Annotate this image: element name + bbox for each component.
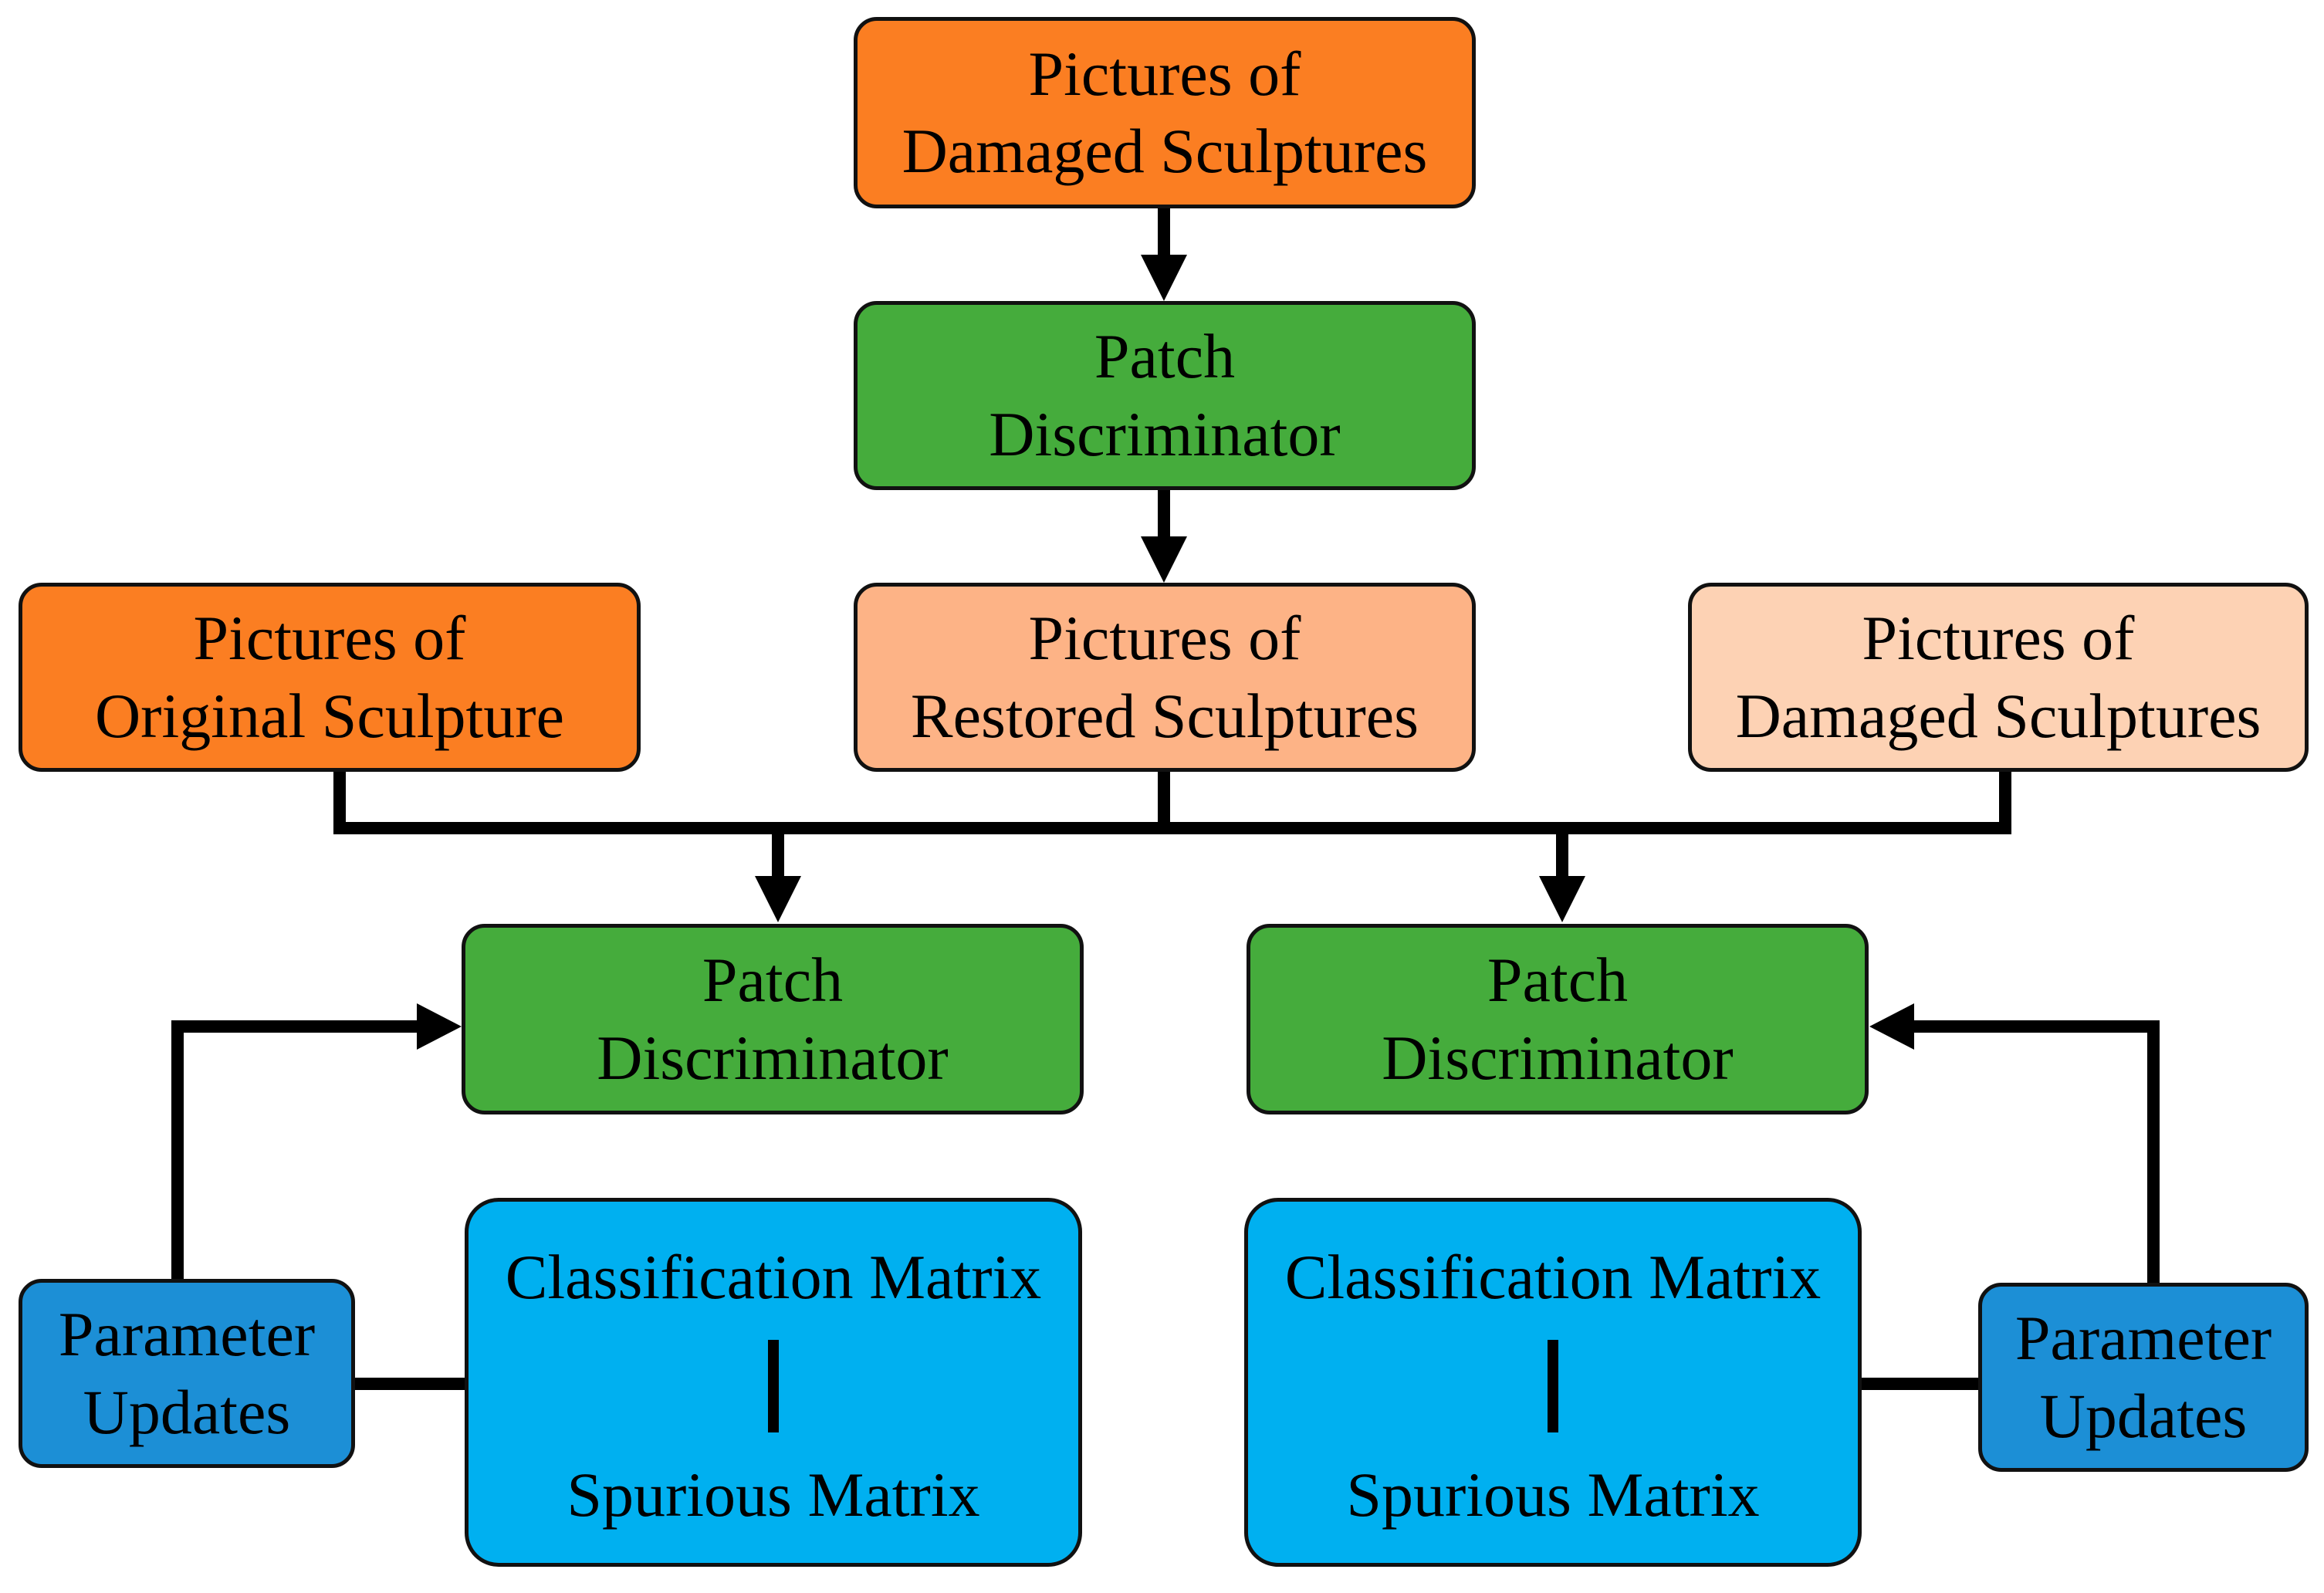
feedback-left: [171, 1020, 421, 1279]
node-damaged-pictures: Pictures of Damaged Sculptures: [1688, 583, 2309, 772]
node-line-1: Pictures of: [1028, 38, 1301, 109]
node-line-2: Damaged Sculptures: [902, 116, 1428, 186]
node-discriminator-left: Patch Discriminator: [462, 924, 1084, 1114]
node-line-1: Parameter: [2014, 1303, 2272, 1374]
matrix-spurious-label: Spurious Matrix: [567, 1459, 980, 1530]
node-line-2: Discriminator: [1382, 1022, 1734, 1093]
node-line-1: Pictures of: [1862, 603, 2135, 674]
arrowhead-feedback-right: [1869, 1003, 1914, 1050]
node-line-1: Pictures of: [193, 603, 466, 674]
node-line-1: Parameter: [58, 1299, 316, 1370]
arrowhead-disc-left: [755, 876, 801, 922]
node-line-2: Restored Sculptures: [910, 680, 1419, 751]
arrowhead-restored: [1141, 536, 1187, 583]
arrowhead-disc-right: [1539, 876, 1585, 922]
matrix-spurious-label: Spurious Matrix: [1346, 1459, 1760, 1530]
node-restored-pictures: Pictures of Restored Sculptures: [854, 583, 1476, 772]
node-generator: Patch Discriminator: [854, 301, 1476, 490]
node-line-1: Pictures of: [1028, 603, 1301, 674]
node-line-1: Patch: [1487, 945, 1629, 1016]
node-line-2: Original Sculpture: [94, 680, 565, 751]
node-top-damaged-pictures: Pictures of Damaged Sculptures: [854, 17, 1476, 208]
node-line-2: Damaged Sculptures: [1735, 680, 2261, 751]
arrowhead-feedback-left: [417, 1003, 462, 1050]
node-line-1: Patch: [1094, 321, 1236, 392]
node-parameter-updates-right: Parameter Updates: [1978, 1283, 2309, 1472]
node-matrix-right: Classification Matrix Spurious Matrix: [1244, 1198, 1862, 1567]
matrix-classification-label: Classification Matrix: [505, 1242, 1042, 1312]
bus-left-drop: [333, 768, 2011, 834]
matrix-separator-bar: [768, 1340, 779, 1432]
node-matrix-left: Classification Matrix Spurious Matrix: [465, 1198, 1082, 1567]
node-line-2: Discriminator: [989, 398, 1341, 469]
node-line-2: Discriminator: [597, 1022, 949, 1093]
matrix-separator-bar: [1548, 1340, 1558, 1432]
node-line-2: Updates: [83, 1376, 291, 1447]
matrix-classification-label: Classification Matrix: [1284, 1242, 1822, 1312]
node-line-2: Updates: [2039, 1380, 2248, 1451]
node-line-1: Patch: [702, 945, 844, 1016]
node-discriminator-right: Patch Discriminator: [1247, 924, 1869, 1114]
node-parameter-updates-left: Parameter Updates: [19, 1279, 355, 1468]
node-original-pictures: Pictures of Original Sculpture: [19, 583, 641, 772]
feedback-right: [1910, 1020, 2160, 1283]
arrowhead-generator: [1141, 255, 1187, 301]
